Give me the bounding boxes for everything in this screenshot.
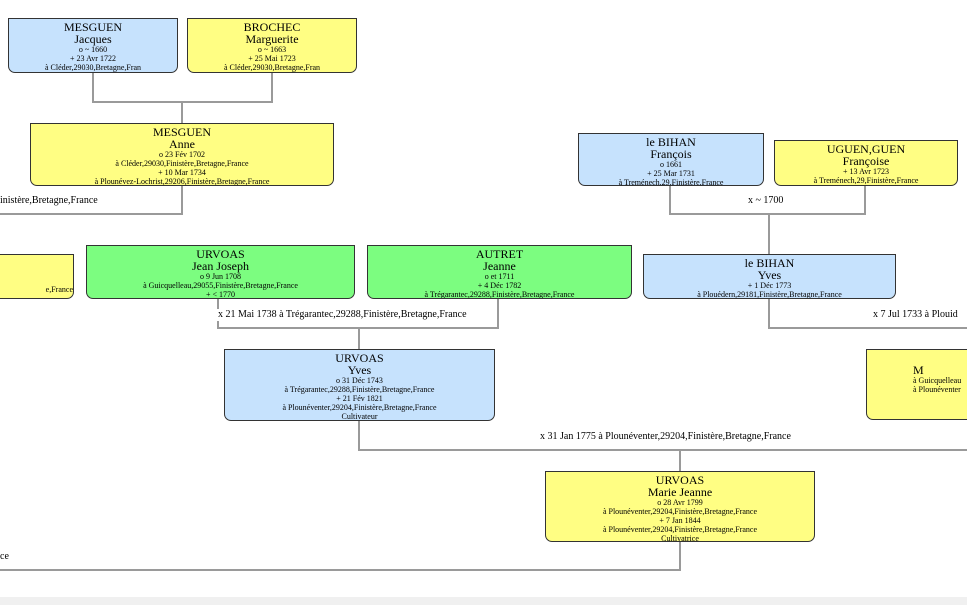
person-surname: URVOAS (655, 473, 705, 487)
person-given-name: Anne (169, 137, 195, 151)
person-detail-line: à Cléder,29030,Bretagne,Fran (44, 63, 142, 72)
person-detail-line: + 4 Déc 1782 (477, 281, 522, 290)
person-detail-line: à Guicquelleau (913, 376, 962, 385)
person-detail-line: o ~ 1660 (78, 45, 108, 54)
bottom-scroll-area (0, 597, 967, 605)
person-surname: le BIHAN (646, 135, 696, 149)
connector (92, 72, 273, 103)
person-detail-line: o 31 Déc 1743 (336, 376, 383, 385)
marriage-label-lebihan-yves: x 7 Jul 1733 à Plouid (871, 309, 960, 321)
person-detail-line: à Trégarantec,29288,Finistère,Bretagne,F… (424, 290, 575, 299)
person-detail-line: à Plounéventer,29204,Finistère,Bretagne,… (602, 507, 758, 516)
person-detail-line: o et 1711 (484, 272, 515, 281)
person-detail-line: + 25 Mar 1731 (647, 169, 695, 178)
connector (768, 298, 967, 329)
person-detail-line: + 23 Avr 1722 (70, 54, 116, 63)
person-given-name: François (650, 147, 692, 161)
person-given-name: Françoise (842, 154, 890, 168)
connector (358, 420, 967, 451)
person-given-name: Yves (757, 268, 782, 282)
person-detail-line: + 7 Jan 1844 (659, 516, 701, 525)
connector (0, 541, 681, 571)
person-detail-line: à Guicquelleau,29055,Finistère,Bretagne,… (143, 281, 298, 290)
person-detail-line: à Cléder,29030,Finistère,Bretagne,France (115, 159, 249, 168)
person-detail-line: + < 1770 (205, 290, 236, 299)
person-box-left-partial[interactable]: e,France (0, 254, 74, 299)
person-detail-line: Cultivatrice (661, 534, 699, 542)
person-detail-line: à Cléder,29030,Bretagne,Fran (223, 63, 321, 72)
person-detail-line: Cultivateur (341, 412, 378, 421)
person-given-name: Jean Joseph (192, 259, 249, 273)
marriage-label-urvoas-autret: x 21 Mai 1738 à Trégarantec,29288,Finist… (216, 309, 469, 321)
person-detail-line: à Trégarantec,29288,Finistère,Bretagne,F… (284, 385, 435, 394)
person-surname: UGUEN,GUEN (826, 142, 906, 156)
person-detail-line: à Treménech,29,Finistère,France (813, 176, 919, 185)
marriage-label-lebihan: x ~ 1700 (746, 195, 786, 207)
marriage-label-left-2: ce (0, 551, 11, 563)
connector (669, 185, 866, 215)
person-detail-line: o 1661 (660, 160, 682, 169)
person-detail-line: à Treménech,29,Finistère,France (618, 178, 724, 186)
person-detail-line: e,France (45, 285, 73, 294)
person-detail-line: o ~ 1663 (257, 45, 287, 54)
person-detail-line: + 13 Avr 1723 (843, 167, 889, 176)
connector (0, 186, 183, 215)
person-detail-line: o 23 Fév 1702 (159, 150, 205, 159)
person-given-name: Yves (347, 363, 372, 377)
person-surname: BROCHEC (243, 20, 301, 34)
marriage-label-urvoas-yves: x 31 Jan 1775 à Plounéventer,29204,Finis… (538, 431, 793, 443)
person-detail-line: + 25 Mai 1723 (248, 54, 296, 63)
person-detail-line: à Plounévez-Lochrist,29206,Finistère,Bre… (94, 177, 270, 186)
person-given-name: Marie Jeanne (647, 485, 713, 499)
person-detail-line: o 9 Jun 1708 (199, 272, 242, 281)
person-given-name: Jeanne (483, 259, 516, 273)
person-surname: M (913, 363, 924, 377)
person-surname: URVOAS (335, 351, 384, 365)
person-given-name: Marguerite (245, 32, 299, 46)
person-detail-line: + 1 Déc 1773 (747, 281, 792, 290)
person-given-name: Jacques (74, 32, 112, 46)
person-surname: URVOAS (196, 247, 245, 261)
person-surname: MESGUEN (63, 20, 122, 34)
person-detail-line: à Plounéventer,29204,Finistère,Bretagne,… (282, 403, 437, 412)
marriage-label-left-1: inistère,Bretagne,France (0, 195, 100, 207)
person-detail-line: + 10 Mar 1734 (158, 168, 206, 177)
person-surname: AUTRET (475, 247, 524, 261)
person-detail-line: à Plouédern,29181,Finistère,Bretagne,Fra… (697, 290, 842, 299)
person-detail-line: à Plounéventer (913, 385, 961, 394)
person-surname: le BIHAN (744, 256, 795, 270)
person-detail-line: o 28 Avr 1799 (657, 498, 703, 507)
person-detail-line: à Plounéventer,29204,Finistère,Bretagne,… (602, 525, 758, 534)
person-detail-line: + 21 Fév 1821 (336, 394, 383, 403)
person-surname: MESGUEN (152, 125, 211, 139)
